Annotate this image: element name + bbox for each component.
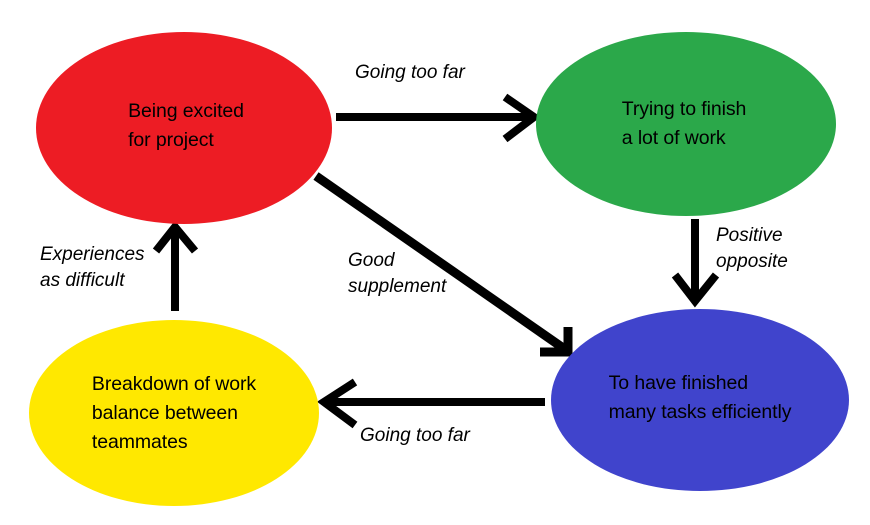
node-breakdown-of-work-balance[interactable]: Breakdown of work balance between teamma… [29, 320, 319, 506]
arrow-green-to-blue [671, 219, 720, 308]
node-trying-to-finish-a-lot-of-work[interactable]: Trying to finish a lot of work [536, 32, 836, 216]
edge-label-red-to-green: Going too far [355, 62, 465, 83]
edge-label-yellow-to-red: Experiences as difficult [40, 244, 145, 291]
arrow-blue-to-yellow [316, 378, 545, 429]
node-label-yellow: Breakdown of work balance between teamma… [91, 372, 257, 453]
node-to-have-finished-many-tasks[interactable]: To have finished many tasks efficiently [551, 309, 849, 491]
node-being-excited-for-project[interactable]: Being excited for project [36, 32, 332, 224]
arrow-yellow-to-red [152, 220, 199, 311]
edge-label-green-to-blue: Positive opposite [716, 225, 788, 272]
node-label-green: Trying to finish a lot of work [621, 98, 747, 149]
node-label-blue: To have finished many tasks efficiently [608, 372, 792, 423]
edge-label-blue-to-yellow: Going too far [360, 425, 470, 446]
edge-label-red-to-blue: Good supplement [348, 250, 447, 297]
arrow-red-to-green [336, 93, 541, 143]
node-label-red: Being excited for project [128, 100, 244, 151]
